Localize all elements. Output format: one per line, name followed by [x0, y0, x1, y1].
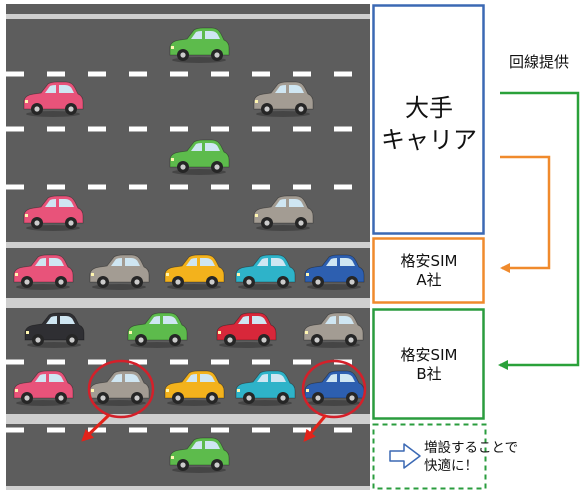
shoulder-1 [6, 242, 370, 248]
mvno-b-line1: 格安SIM [400, 346, 458, 364]
car-icon [303, 312, 364, 348]
car-icon [169, 27, 230, 63]
mvno-a-line2: A社 [416, 270, 442, 289]
mvno-a-label: 格安SIM A社 [374, 252, 484, 290]
mvno-a-box [372, 237, 485, 304]
green-provide-arrow [498, 91, 580, 370]
line-provide-label: 回線提供 [508, 53, 569, 71]
cars-layer [13, 27, 365, 473]
car-icon [235, 370, 296, 406]
major-carrier-label: 大手 キャリア [374, 92, 484, 157]
car-icon [89, 254, 150, 290]
mvno-b-box [372, 308, 485, 420]
car-icon [216, 312, 277, 348]
car-icon [23, 81, 84, 117]
mvno-b-line2: B社 [416, 364, 442, 383]
right-outline-arrow-icon [389, 443, 421, 469]
car-icon [253, 195, 314, 231]
shoulder-2 [6, 298, 370, 308]
expansion-label: 増設することで 快適に！ [424, 440, 584, 475]
car-icon [13, 370, 74, 406]
major-carrier-line2: キャリア [381, 126, 477, 155]
car-icon [304, 254, 365, 290]
car-icon [235, 254, 296, 290]
down-left-arrow-icon [303, 414, 328, 442]
highlight-circle [87, 359, 155, 419]
mvno-a-line1: 格安SIM [400, 252, 458, 270]
car-icon [24, 312, 85, 348]
expansion-line1: 増設することで [424, 440, 519, 456]
orange-provide-arrow [500, 155, 551, 273]
car-icon [23, 195, 84, 231]
down-left-arrow-icon [81, 413, 111, 442]
car-icon [164, 370, 225, 406]
expansion-box [372, 423, 487, 490]
expansion-line2: 快適に！ [424, 457, 478, 474]
major-carrier-line1: 大手 [405, 94, 453, 122]
car-icon [13, 254, 74, 290]
car-icon [169, 139, 230, 175]
shoulder-bottom [6, 486, 370, 490]
car-icon [89, 370, 150, 406]
shoulder-top [6, 14, 370, 19]
shoulder-3 [6, 414, 370, 424]
highlight-circle [301, 359, 367, 419]
car-icon [253, 81, 314, 117]
car-icon [127, 312, 188, 348]
car-icon [169, 437, 230, 473]
mvno-b-label: 格安SIM B社 [374, 346, 484, 384]
car-icon [304, 370, 365, 406]
car-icon [164, 254, 225, 290]
major-carrier-box [372, 4, 485, 235]
